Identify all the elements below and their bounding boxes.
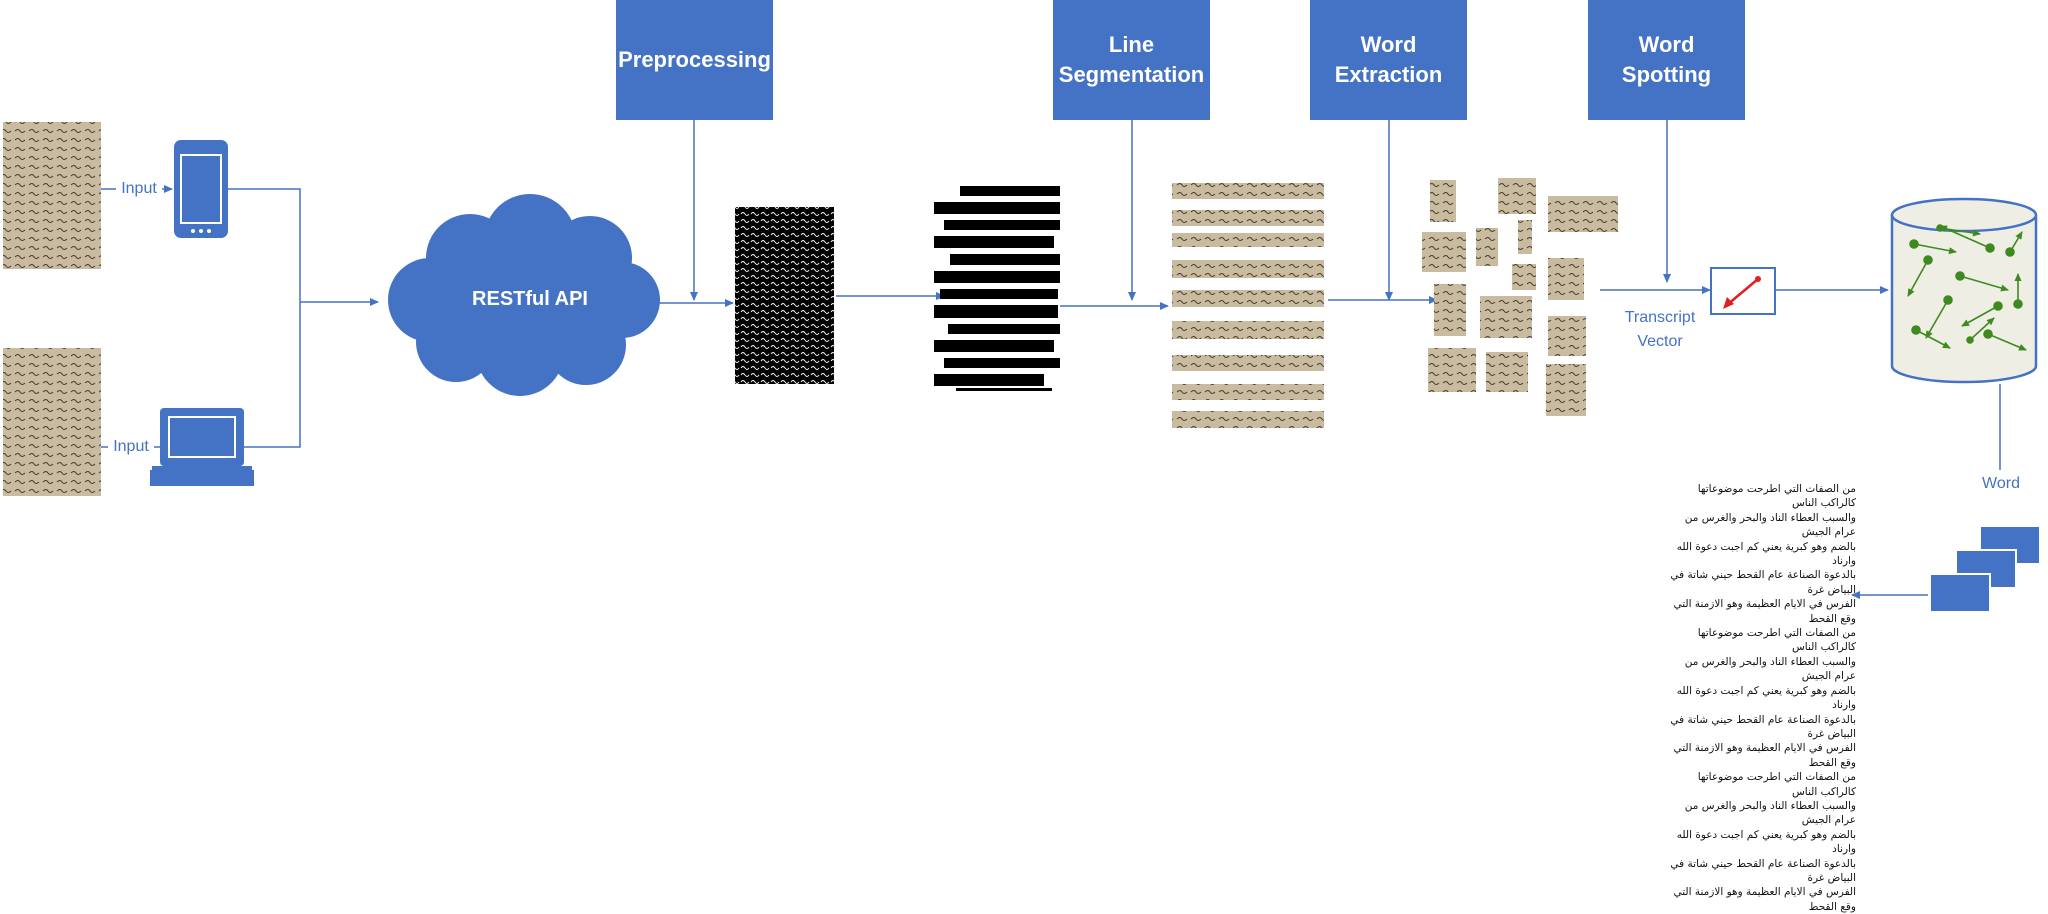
device-connector (228, 188, 301, 448)
vector-icon (1710, 267, 1776, 315)
word-spotting-box: Word Spotting (1588, 0, 1745, 120)
binarized-image (735, 207, 834, 384)
transcript-vector-label: Transcript Vector (1624, 309, 1696, 350)
smartphone-icon (174, 140, 228, 238)
database-icon (1890, 197, 2038, 384)
laptop-icon (150, 408, 254, 486)
manuscript-image-bottom (3, 348, 101, 496)
line-segmentation-box: Line Segmentation (1053, 0, 1210, 120)
api-label: RESTful API (472, 288, 588, 310)
diagram-canvas (3, 120, 2041, 613)
document-stack-icon (1929, 525, 2041, 613)
cloud-icon (388, 194, 660, 396)
pipeline-diagram: Preprocessing Line Segmentation Word Ext… (3, 0, 2041, 913)
input-label-top: Input (116, 177, 162, 201)
manuscript-image-top (3, 122, 101, 269)
preprocessing-box: Preprocessing (616, 0, 773, 120)
line-mask-image (934, 186, 1060, 391)
word-extraction-box: Word Extraction (1310, 0, 1467, 120)
word-label: Word (1976, 472, 2026, 496)
extracted-words (1422, 178, 1618, 416)
transcript-text: من الصفات التي اطرحت موضوعاتها كالراكب ا… (1670, 483, 1856, 913)
input-label-bottom: Input (108, 435, 154, 459)
segmented-lines (1172, 183, 1324, 428)
